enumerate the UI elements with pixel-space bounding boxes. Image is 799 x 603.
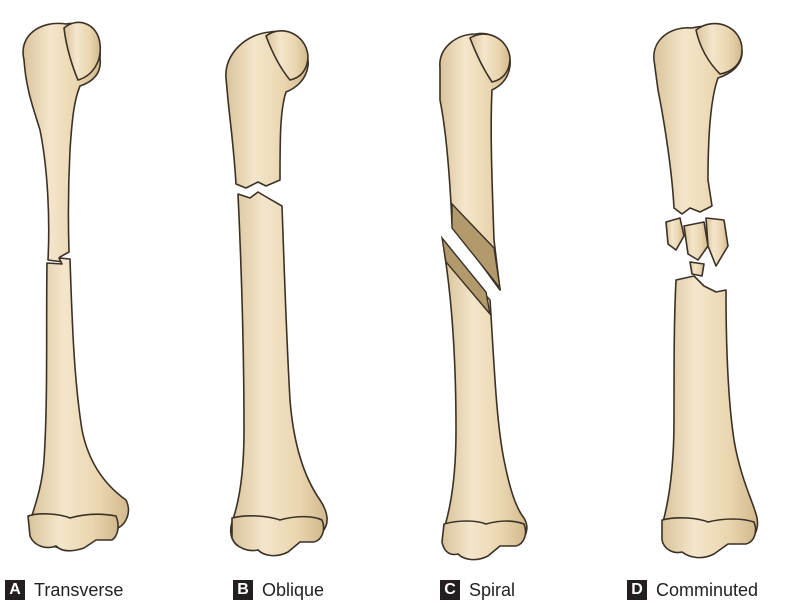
transverse-condyle	[28, 514, 118, 551]
oblique-condyle	[232, 516, 324, 556]
caption-letter-d: D	[627, 580, 647, 600]
comminuted-condyle	[662, 518, 756, 558]
comminuted-fragment-4	[690, 262, 704, 276]
caption-spiral: C Spiral	[440, 579, 515, 601]
caption-comminuted: D Comminuted	[627, 579, 758, 601]
comminuted-fragment-2	[684, 222, 708, 260]
bone-oblique	[226, 31, 327, 556]
caption-letter-c: C	[440, 580, 460, 600]
caption-label-oblique: Oblique	[262, 580, 324, 601]
comminuted-fragment-1	[666, 218, 684, 250]
spiral-condyle	[442, 521, 526, 560]
bone-transverse	[23, 22, 128, 550]
comminuted-fragment-3	[706, 218, 728, 266]
caption-letter-a: A	[5, 580, 25, 600]
caption-oblique: B Oblique	[233, 579, 324, 601]
comminuted-lower-fragment	[662, 276, 757, 557]
caption-letter-b: B	[233, 580, 253, 600]
caption-label-spiral: Spiral	[469, 580, 515, 601]
oblique-lower-fragment	[231, 192, 327, 555]
bone-comminuted	[654, 24, 758, 558]
caption-label-transverse: Transverse	[34, 580, 123, 601]
caption-label-comminuted: Comminuted	[656, 580, 758, 601]
transverse-lower-fragment	[30, 258, 129, 550]
caption-transverse: A Transverse	[5, 579, 123, 601]
